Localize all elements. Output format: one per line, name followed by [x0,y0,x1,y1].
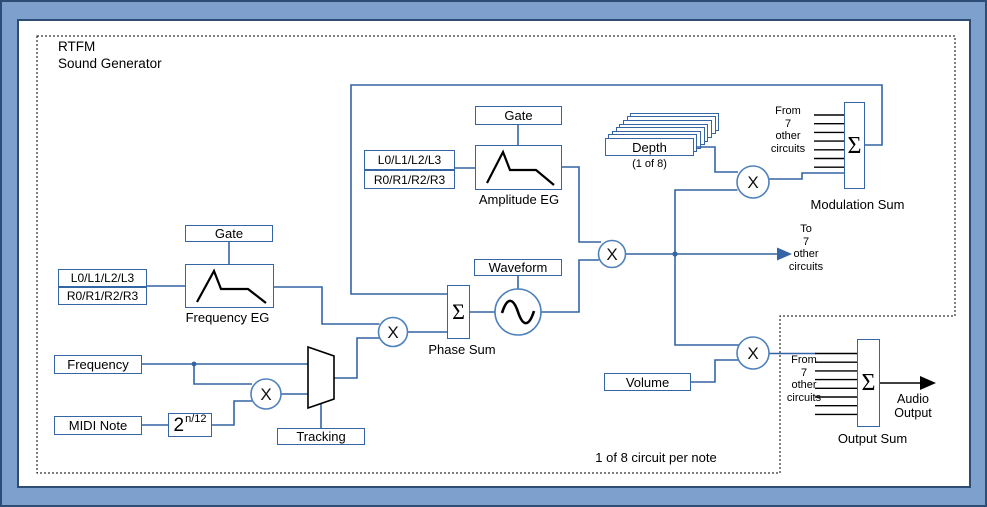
multiply-circle-volume [736,336,770,370]
modulation-sum-sigma: Σ [847,132,862,159]
envelope-icon [196,268,267,304]
wire-oscillator-to-amp-multiplier [541,259,599,313]
multiply-x-glyph: X [387,323,398,342]
envelope-icon [486,149,555,186]
footer-note: 1 of 8 circuit per note [595,450,717,465]
exp-superscript-label: n/12 [185,412,207,425]
volume-label: Volume [625,374,670,390]
levels-bottom-label-2: R0/R1/R2/R3 [373,172,446,187]
title-line-2: Sound Generator [58,55,162,71]
sine-icon [500,299,536,325]
wire-frequency-branch-to-multiplier [193,364,252,385]
multiply-x-glyph: X [260,385,271,404]
amplitude-eg-label: Amplitude EG [478,192,560,207]
phase-sum-box: Σ [447,285,470,339]
frequency-eg-label: Frequency EG [185,310,270,325]
waveform-label: Waveform [488,260,548,275]
wire-exp-to-multiplier [212,400,252,426]
multiply-circle-keyboard [250,378,282,410]
multiply-circle-depth [736,165,770,199]
depth-label: Depth [632,139,667,155]
amplitude-eg-box [475,145,562,190]
modulation-sum-box: Σ [844,102,865,189]
wire-depth-to-depth-multiplier [697,146,738,173]
levels-bottom-label: R0/R1/R2/R3 [66,289,139,303]
wire-frequency-eg-to-phase-multiplier [274,286,380,325]
tracking-box: Tracking [277,428,365,445]
junction-dot [672,251,678,257]
gate-box-frequency: Gate [185,225,273,242]
gate-frequency-label: Gate [214,226,244,241]
multiply-x-glyph: X [747,344,758,363]
waveform-box: Waveform [474,259,562,276]
depth-box: Depth [605,138,694,156]
levels-box-frequency-bottom: R0/R1/R2/R3 [58,287,147,305]
levels-box-amplitude-top: L0/L1/L2/L3 [364,150,455,170]
wire-mux-to-phase-multiplier [334,337,380,379]
tracking-label: Tracking [296,429,346,444]
junction-dot [191,361,197,367]
multiply-circle-amplitude [597,239,627,269]
to-other-circuits-arrow-icon [777,247,792,261]
wire-branch-to-depth-multiplier [674,189,738,254]
output-sum-label: Output Sum [837,431,908,446]
wire-branch-to-volume-multiplier [674,254,740,346]
gate-amplitude-label: Gate [504,108,533,123]
gate-box-amplitude: Gate [475,106,562,125]
output-sum-sigma: Σ [861,370,876,396]
phase-sum-label: Phase Sum [428,342,496,357]
levels-box-amplitude-bottom: R0/R1/R2/R3 [364,170,455,189]
phase-sum-sigma: Σ [452,299,465,324]
dashed-circuit-boundary [36,35,956,474]
exp-base-label: 2 [173,414,185,436]
canvas [17,19,971,488]
multiply-circle-phase [377,316,409,348]
frequency-label: Frequency [67,357,129,372]
wire-depth-multiplier-to-modulation-sum [769,172,844,180]
midi-note-label: MIDI Note [68,418,128,433]
levels-top-label: L0/L1/L2/L3 [70,271,135,285]
audio-output-arrow-icon [920,376,936,390]
output-sum-box: Σ [857,339,880,427]
multiply-x-glyph: X [747,173,758,192]
title-line-1: RTFM [58,39,96,54]
multiply-x-glyph: X [606,245,617,264]
frequency-eg-box [185,264,274,308]
wire-amplitude-eg-to-amp-multiplier [562,166,601,243]
tracking-mux-shape [307,345,335,410]
wire-modulation-feedback-to-phase-sum [350,84,883,295]
wire-volume-to-volume-multiplier [690,359,741,383]
diagram-title: RTFM Sound Generator [58,39,162,72]
midi-note-box: MIDI Note [54,416,142,435]
levels-top-label-2: L0/L1/L2/L3 [377,153,442,167]
depth-sub-label: (1 of 8) [632,158,667,170]
frequency-box: Frequency [54,355,142,374]
levels-box-frequency-top: L0/L1/L2/L3 [58,269,147,287]
modulation-sum-label: Modulation Sum [810,197,905,212]
